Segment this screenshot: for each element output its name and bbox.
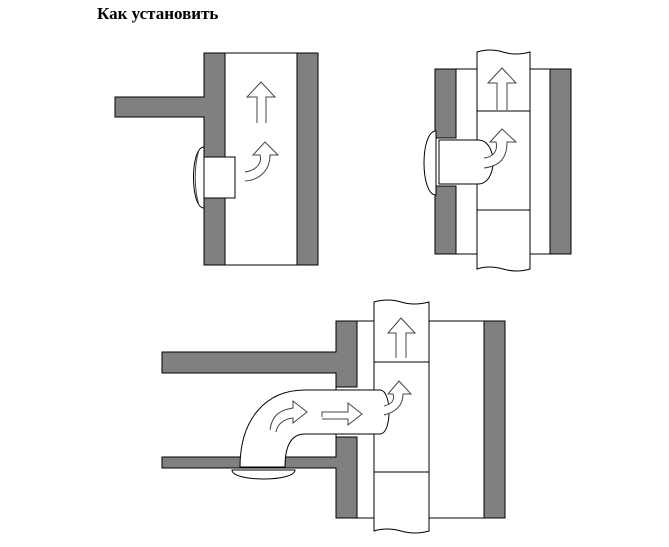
curved-arrow-icon [483,128,518,169]
ceiling-grille [231,469,296,480]
curved-arrow-icon [244,141,280,182]
arrow-right-icon [321,401,363,427]
wall-right [483,320,506,519]
wall-left [434,68,457,255]
wall-right [549,68,572,255]
fan-body [203,156,236,199]
diagram-3 [161,299,506,534]
curved-arrow-up-icon [383,380,413,416]
arrow-up-icon [486,67,518,110]
wall-right [296,52,319,266]
arrow-up-icon [245,81,277,123]
duct-bottom-piece [476,209,531,272]
curved-arrow-icon [269,399,308,433]
duct-bottom-piece [373,471,430,534]
fan-grille [423,130,437,196]
diagram-2 [423,49,572,272]
wall-upper [161,320,358,388]
arrow-up-icon [386,317,417,358]
wall-lower [161,436,358,519]
diagram-1 [114,52,319,266]
page-title: Как установить [97,4,219,23]
